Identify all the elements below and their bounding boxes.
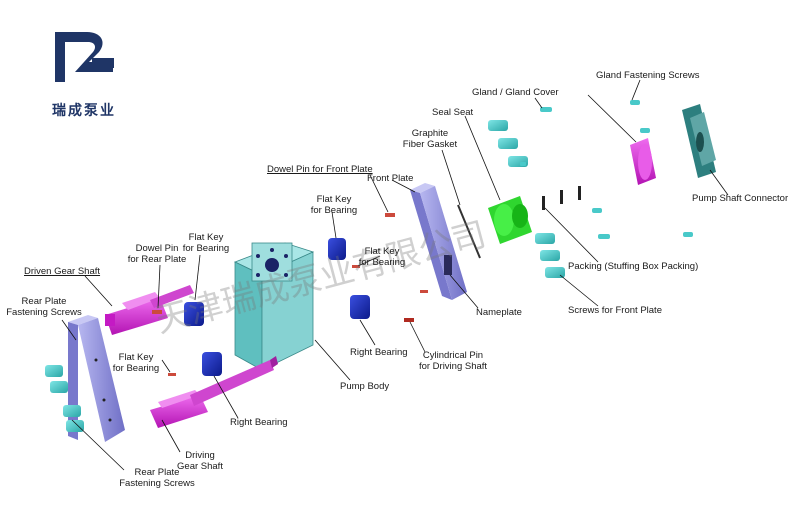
- label-cylindrical-pin: Cylindrical Pin for Driving Shaft: [408, 350, 498, 372]
- label-packing: Packing (Stuffing Box Packing): [568, 261, 699, 272]
- flat-key-left: [168, 373, 176, 376]
- pump-shaft-connector: [682, 104, 716, 178]
- driving-gear-shaft: [150, 356, 278, 428]
- label-gland-screws: Gland Fastening Screws: [596, 70, 700, 81]
- driven-gear-shaft: [105, 285, 194, 335]
- leader-lines: [61, 79, 729, 471]
- label-line: Rear Plate: [134, 467, 180, 478]
- graphite-gasket: [457, 204, 481, 259]
- label-line: Fastening Screws: [6, 307, 82, 318]
- label-rear-plate-screws-bottom: Rear Plate Fastening Screws: [112, 467, 202, 489]
- label-flat-key-left: Flat Key for Bearing: [176, 232, 236, 254]
- brand-logo: [55, 32, 114, 82]
- label-line: Flat Key: [316, 194, 352, 205]
- label-rear-plate-screws-top: Rear Plate Fastening Screws: [4, 296, 84, 318]
- label-line: for Bearing: [182, 243, 230, 254]
- label-seal-seat: Seal Seat: [432, 107, 474, 118]
- packing-rings: [542, 186, 581, 210]
- label-line: Fastening Screws: [119, 478, 195, 489]
- label-dowel-pin-front: Dowel Pin for Front Plate: [267, 164, 373, 175]
- screw: [66, 420, 84, 432]
- label-line: Driving: [185, 450, 215, 461]
- label-right-bearing-lower: Right Bearing: [230, 417, 288, 428]
- front-plate: [410, 183, 467, 300]
- label-line: Dowel Pin: [135, 243, 179, 254]
- gland-screws-small: [520, 100, 693, 239]
- label-line: Flat Key: [364, 246, 400, 257]
- label-flat-key-mid: Flat Key for Bearing: [304, 194, 364, 216]
- label-line: Rear Plate: [21, 296, 67, 307]
- label-line: Flat Key: [118, 352, 154, 363]
- flat-key-mid: [420, 290, 428, 293]
- seal-seat: [488, 196, 532, 244]
- label-gland: Gland / Gland Cover: [472, 87, 559, 98]
- label-line: Graphite: [411, 128, 449, 139]
- label-pump-body: Pump Body: [340, 381, 390, 392]
- label-line: for Bearing: [358, 257, 406, 268]
- label-line: Gear Shaft: [177, 461, 223, 472]
- label-front-plate: Front Plate: [367, 173, 414, 184]
- label-screws-front-plate: Screws for Front Plate: [568, 305, 662, 316]
- front-plate-screws-upper: [488, 120, 528, 167]
- label-pump-shaft-connector: Pump Shaft Connector: [692, 193, 789, 204]
- rear-plate-screws-group: [45, 365, 84, 432]
- screw: [45, 365, 63, 377]
- label-line: for Driving Shaft: [418, 361, 488, 372]
- bearing-mid: [328, 238, 346, 260]
- label-driven-gear-shaft: Driven Gear Shaft: [24, 266, 101, 277]
- bearing-lower-left: [202, 352, 222, 376]
- label-dowel-pin-rear: Dowel Pin for Rear Plate: [122, 243, 192, 265]
- label-nameplate: Nameplate: [476, 307, 522, 318]
- label-graphite-gasket: Graphite Fiber Gasket: [400, 128, 460, 150]
- label-line: for Bearing: [310, 205, 358, 216]
- front-plate-screws-lower: [535, 233, 565, 278]
- dowel-pin-rear-plate: [152, 310, 162, 314]
- label-line: for Rear Plate: [127, 254, 187, 265]
- label-line: Cylindrical Pin: [422, 350, 484, 361]
- label-right-bearing: Right Bearing: [350, 347, 408, 358]
- label-line: Fiber Gasket: [402, 139, 458, 150]
- screw: [63, 405, 81, 417]
- gland: [630, 138, 656, 185]
- screw: [50, 381, 68, 393]
- label-flat-key-lower: Flat Key for Bearing: [106, 352, 166, 374]
- label-line: Flat Key: [188, 232, 224, 243]
- dowel-pin-front-plate: [385, 213, 395, 217]
- cylindrical-pin: [404, 318, 414, 322]
- label-flat-key-right: Flat Key for Bearing: [352, 246, 412, 268]
- bearing-upper-left: [184, 302, 204, 326]
- label-driving-gear-shaft: Driving Gear Shaft: [170, 450, 230, 472]
- brand-name: 瑞成泵业: [52, 103, 116, 119]
- label-line: for Bearing: [112, 363, 160, 374]
- pump-body: [233, 242, 315, 371]
- bearing-right: [350, 295, 370, 319]
- flat-key-right: [352, 265, 360, 268]
